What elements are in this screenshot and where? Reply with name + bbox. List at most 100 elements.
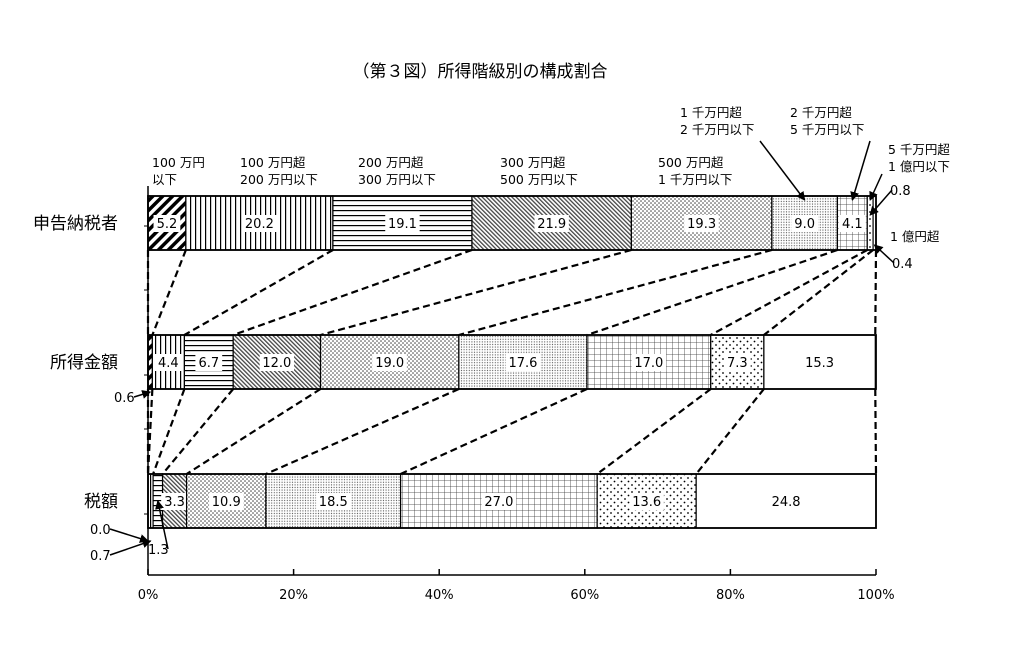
value-label: 10.9 <box>212 495 241 510</box>
value-label-bg <box>316 493 351 510</box>
value-label: 7.3 <box>727 356 748 371</box>
value-label: 15.3 <box>805 356 834 371</box>
value-label-bg <box>723 354 751 371</box>
value-label-bg <box>631 354 667 371</box>
row-label: 税額 <box>84 492 118 512</box>
value-label: 4.4 <box>158 356 179 371</box>
value-label: 24.8 <box>772 495 801 510</box>
value-label: 0.6 <box>114 391 135 406</box>
value-label: 1.3 <box>148 543 169 558</box>
value-label: 0.8 <box>890 184 911 199</box>
value-label-bg <box>768 493 804 510</box>
value-label: 12.0 <box>262 356 291 371</box>
value-label: 17.0 <box>634 356 663 371</box>
connector-line <box>232 248 473 337</box>
value-label: 20.2 <box>245 217 274 232</box>
value-label-bg <box>195 354 223 371</box>
connector-line <box>596 388 712 475</box>
x-tick-label: 100% <box>857 588 894 603</box>
connector-line <box>874 249 878 336</box>
value-label: 17.6 <box>508 356 537 371</box>
leader-arrow <box>869 189 893 216</box>
value-label: 0.4 <box>892 257 913 272</box>
leader-arrow <box>109 528 149 543</box>
value-label-bg <box>153 215 181 232</box>
bar-segment <box>866 195 874 251</box>
row-label: 申告納税者 <box>33 214 118 234</box>
value-label: 0.7 <box>90 549 111 564</box>
value-label: 19.0 <box>375 356 404 371</box>
value-label: 19.1 <box>388 217 417 232</box>
value-label-bg <box>791 215 819 232</box>
x-tick-label: 60% <box>570 588 599 603</box>
connector-line <box>874 388 878 475</box>
connector-lines <box>146 248 878 476</box>
value-label: 6.7 <box>198 356 219 371</box>
leader-arrow <box>759 140 806 201</box>
leader-arrow <box>869 173 883 201</box>
value-label-bg <box>259 354 295 371</box>
value-label-bg <box>838 215 866 232</box>
row-label: 所得金額 <box>50 353 118 373</box>
value-label-bg <box>242 215 277 232</box>
value-label-bg <box>684 215 719 232</box>
connector-line <box>151 249 187 336</box>
connector-line <box>400 387 588 476</box>
value-label-bg <box>534 215 569 232</box>
value-label-bg <box>154 354 182 371</box>
x-tick-label: 40% <box>425 588 454 603</box>
x-axis: 0% 20% 40% 60% 80% 100% <box>138 186 895 603</box>
leader-arrow <box>873 244 895 264</box>
value-label-bg <box>209 493 244 510</box>
connector-line <box>763 249 874 336</box>
x-tick-label: 80% <box>716 588 745 603</box>
value-label-bg <box>161 493 188 510</box>
connector-line <box>161 388 235 475</box>
value-label: 13.6 <box>632 495 661 510</box>
connector-line <box>152 388 186 475</box>
connector-line <box>320 248 632 337</box>
value-label-bg <box>629 493 664 510</box>
value-label: 0.0 <box>90 523 111 538</box>
value-label: 19.3 <box>687 217 716 232</box>
category-label: 1 億円超 <box>890 229 940 244</box>
connector-line <box>710 249 868 336</box>
value-label: 3.3 <box>164 495 185 510</box>
connector-line <box>265 387 460 476</box>
value-label: 27.0 <box>484 495 513 510</box>
value-label: 9.0 <box>794 217 815 232</box>
leader-arrow <box>850 140 871 201</box>
category-label: 100 万円以下 <box>152 155 205 187</box>
value-label: 21.9 <box>537 217 566 232</box>
value-label-bg <box>372 354 407 371</box>
connector-line <box>185 388 322 475</box>
value-label-bg <box>505 354 541 371</box>
value-label: 5.2 <box>157 217 178 232</box>
x-tick-label: 20% <box>279 588 308 603</box>
connector-line <box>458 248 773 337</box>
connector-line <box>183 249 334 336</box>
value-label-bg <box>802 354 837 371</box>
bars-layer: 5.2 20.2 19.1 21.9 19.3 9.0 4.1 4.4 6.7 12.0 19.0 1… <box>147 195 877 529</box>
chart-title: （第３図）所得階級別の構成割合 <box>353 62 608 82</box>
value-label-bg <box>385 215 420 232</box>
small-value-annotations: 0.8 0.4 0.6 0.0 0.7 1.3 <box>90 184 913 564</box>
connector-line <box>586 248 838 337</box>
value-label: 4.1 <box>842 217 863 232</box>
leader-arrow <box>155 500 169 550</box>
leader-arrow <box>133 390 152 399</box>
value-label: 18.5 <box>319 495 348 510</box>
x-tick-label: 0% <box>138 588 159 603</box>
leader-arrow <box>109 539 152 556</box>
connector-line <box>695 388 765 475</box>
